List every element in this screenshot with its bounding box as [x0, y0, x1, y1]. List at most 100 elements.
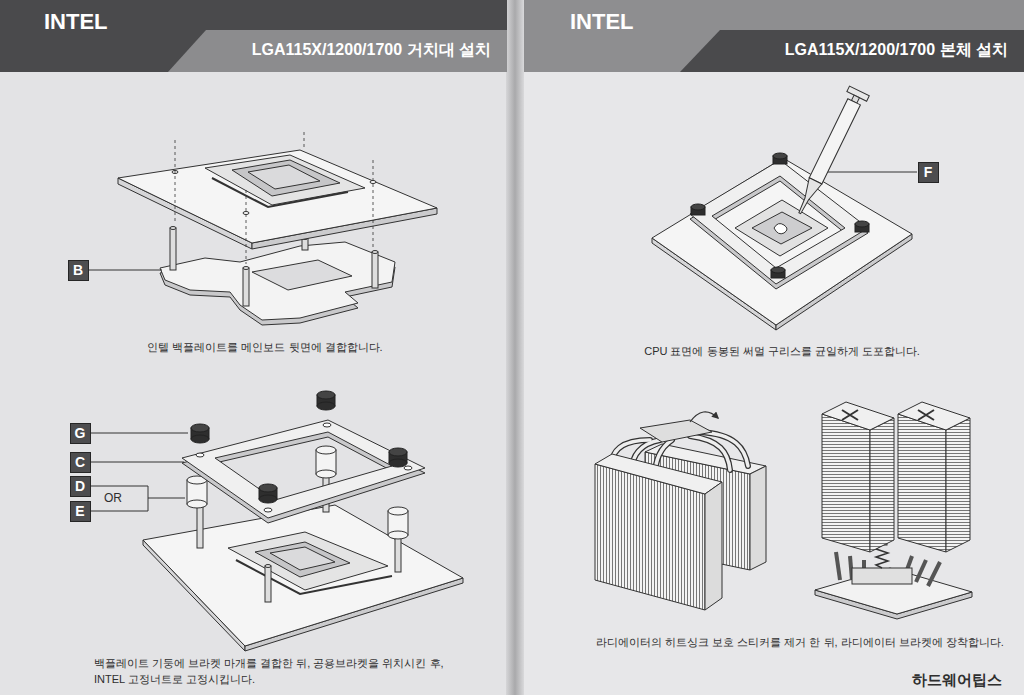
cooler-base: [836, 552, 940, 586]
cooler-base: [836, 552, 840, 580]
backplate: [160, 242, 395, 320]
heatsink-tower: [842, 410, 858, 420]
callout-letter: B: [73, 262, 83, 278]
backplate-post: [170, 228, 176, 270]
fixing-nut: [191, 424, 209, 432]
heatsink-tower: [870, 418, 894, 552]
bracket-spacer: [388, 507, 408, 515]
motherboard: [118, 150, 437, 249]
heatsink-tower: [822, 414, 870, 552]
callout-letter: C: [75, 454, 85, 470]
cooler-base: [852, 568, 912, 584]
rotate-arrow: [690, 412, 718, 422]
universal-bracket: [404, 466, 412, 470]
motherboard: [232, 160, 340, 196]
fixing-nut: [389, 459, 407, 467]
section-title: LGA115X/1200/1700 본체 설치: [785, 40, 1008, 61]
fixing-nut: [191, 435, 209, 443]
callout-box: C: [70, 452, 91, 473]
callout-letter: E: [75, 503, 84, 519]
heatpipe: [690, 436, 730, 470]
brand-name: INTEL: [44, 9, 108, 35]
fixing-nut: [259, 484, 277, 492]
backplate-post: [243, 267, 249, 270]
callout-box: G: [70, 423, 91, 444]
backplate-post: [243, 268, 249, 306]
callout-letter: D: [75, 478, 85, 494]
backplate-post: [197, 505, 203, 548]
cooler-base: [916, 560, 926, 582]
bracket-spacer: [316, 470, 336, 478]
alignment-guide: [304, 132, 305, 148]
heatsink-fins: [595, 420, 722, 610]
fixing-nut: [389, 448, 407, 456]
universal-bracket: [196, 453, 204, 457]
alignment-guide: [246, 190, 247, 264]
fixing-nut: [771, 267, 785, 273]
callout-box: E: [70, 501, 91, 522]
grease-syringe: [809, 99, 860, 184]
universal-bracket: [690, 160, 868, 289]
heatpipe: [700, 432, 748, 466]
callout-box: D: [70, 476, 91, 497]
backplate-post: [372, 252, 378, 288]
brand-name: INTEL: [570, 9, 634, 35]
fixing-nut: [691, 204, 705, 210]
header-band-shape: [168, 30, 507, 72]
universal-bracket: [323, 423, 331, 427]
motherboard: [236, 560, 392, 594]
grease-syringe: [790, 86, 869, 218]
callout-letter: F: [924, 164, 933, 180]
motherboard: [652, 158, 912, 325]
heatsink-tower: [918, 410, 934, 420]
step-caption: 라디에이터의 히트싱크 보호 스티커를 제거 한 뒤, 라디에이터 브라켓에 장…: [580, 635, 1020, 650]
backplate-post: [265, 566, 271, 602]
watermark: 하드웨어팁스: [912, 670, 1002, 690]
universal-bracket: [752, 212, 812, 244]
universal-bracket: [774, 224, 787, 234]
motherboard: [143, 505, 463, 651]
leader-line: [91, 462, 184, 463]
leader-line: [91, 486, 148, 511]
leader-line: [828, 172, 917, 173]
leader-line: [91, 433, 188, 434]
section-title: LGA115X/1200/1700 거치대 설치: [252, 40, 491, 61]
step-caption: 백플레이트 기둥에 브라켓 마개를 결합한 뒤, 공용브라켓을 위치시킨 후, …: [94, 655, 476, 687]
fixing-nut: [259, 495, 277, 503]
heatsink-fins: [750, 466, 766, 570]
leader-line: [828, 172, 917, 173]
cooler-base: [928, 562, 940, 586]
motherboard: [248, 165, 320, 189]
heatsink-tower: [898, 414, 946, 552]
motherboard: [652, 158, 912, 330]
fixing-nut: [773, 153, 787, 159]
motherboard: [118, 150, 437, 243]
backplate-post: [170, 227, 176, 230]
backplate-post: [372, 251, 378, 254]
motherboard: [270, 547, 335, 570]
step-caption: CPU 표면에 동봉된 써멀 구리스를 균일하게 도포합니다.: [562, 344, 1002, 359]
step-caption: 인텔 백플레이트를 메인보드 뒷면에 결합합니다.: [55, 340, 475, 355]
heatpipe: [690, 436, 730, 470]
rotate-arrow: [690, 412, 718, 422]
heatsink-tower: [898, 402, 970, 430]
motherboard: [212, 178, 348, 207]
fixing-nut: [317, 402, 335, 410]
fixing-nut: [317, 391, 335, 399]
callout-box: B: [68, 260, 89, 281]
page-ground: [512, 0, 1024, 695]
universal-bracket: [264, 508, 272, 512]
heatsink-tower: [946, 418, 970, 552]
alignment-guide: [175, 132, 373, 264]
backplate: [160, 242, 395, 325]
heatsink-fins: [640, 420, 712, 442]
header-band: INTEL LGA115X/1200/1700 거치대 설치: [0, 0, 507, 72]
bracket-spacer: [187, 500, 207, 508]
universal-bracket: [735, 200, 828, 256]
header-band-shape: [680, 30, 1024, 72]
heatsink-tower: [822, 402, 970, 552]
universal-bracket: [182, 420, 425, 518]
universal-bracket: [182, 420, 425, 523]
